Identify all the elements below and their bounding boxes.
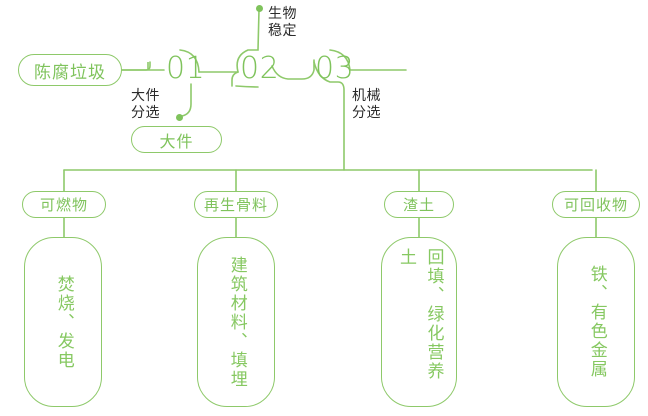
- category-label: 再生骨料: [203, 196, 268, 214]
- source-node-aged-waste[interactable]: 陈腐垃圾: [18, 54, 122, 86]
- stage-number-03[interactable]: 03: [315, 51, 355, 86]
- stage-03-process-label: 机械 分选: [352, 88, 381, 122]
- wire-stage-01-to-bulky: [179, 83, 192, 118]
- wire-source-to-stage-01: [121, 62, 165, 71]
- bracket-stage-02-bottom-tail: [235, 85, 259, 88]
- outcome-box-recycled-aggregate[interactable]: 建筑材料、填埋: [197, 237, 275, 407]
- outcome-text: 铁、有色金属: [586, 265, 607, 379]
- bracket-stage-01-bottom: [148, 62, 164, 82]
- category-label: 可燃物: [39, 196, 88, 214]
- node-dot-bio-stabilization: [256, 5, 263, 12]
- outcome-box-slag-soil[interactable]: 回填、绿化营养土: [381, 237, 457, 407]
- outcome-text: 建筑材料、填埋: [226, 255, 247, 389]
- stage-01-output-bulky[interactable]: 大件: [131, 126, 222, 153]
- outcome-text: 焚烧、发电: [53, 274, 74, 370]
- stage-number-01[interactable]: 01: [166, 51, 206, 86]
- outcome-box-combustible[interactable]: 焚烧、发电: [24, 237, 102, 407]
- stage-01-output-label: 大件: [159, 131, 194, 151]
- category-pill-recyclables[interactable]: 可回收物: [552, 191, 640, 218]
- category-pill-slag-soil[interactable]: 渣土: [384, 191, 454, 218]
- category-label: 可回收物: [563, 196, 628, 214]
- node-dot-bulky-output: [176, 114, 183, 121]
- stage-number-02[interactable]: 02: [240, 51, 280, 86]
- outcome-text: 回填、绿化营养土: [396, 248, 444, 381]
- category-pill-recycled-aggregate[interactable]: 再生骨料: [194, 191, 278, 218]
- outcome-box-recyclables[interactable]: 铁、有色金属: [557, 237, 635, 407]
- category-pill-combustible[interactable]: 可燃物: [22, 191, 106, 218]
- stage-01-process-label: 大件 分选: [131, 88, 160, 122]
- bracket-stage-02-bottom: [231, 71, 239, 87]
- category-label: 渣土: [402, 196, 435, 214]
- source-node-label: 陈腐垃圾: [34, 62, 106, 83]
- stage-02-process-label: 生物 稳定: [268, 6, 297, 40]
